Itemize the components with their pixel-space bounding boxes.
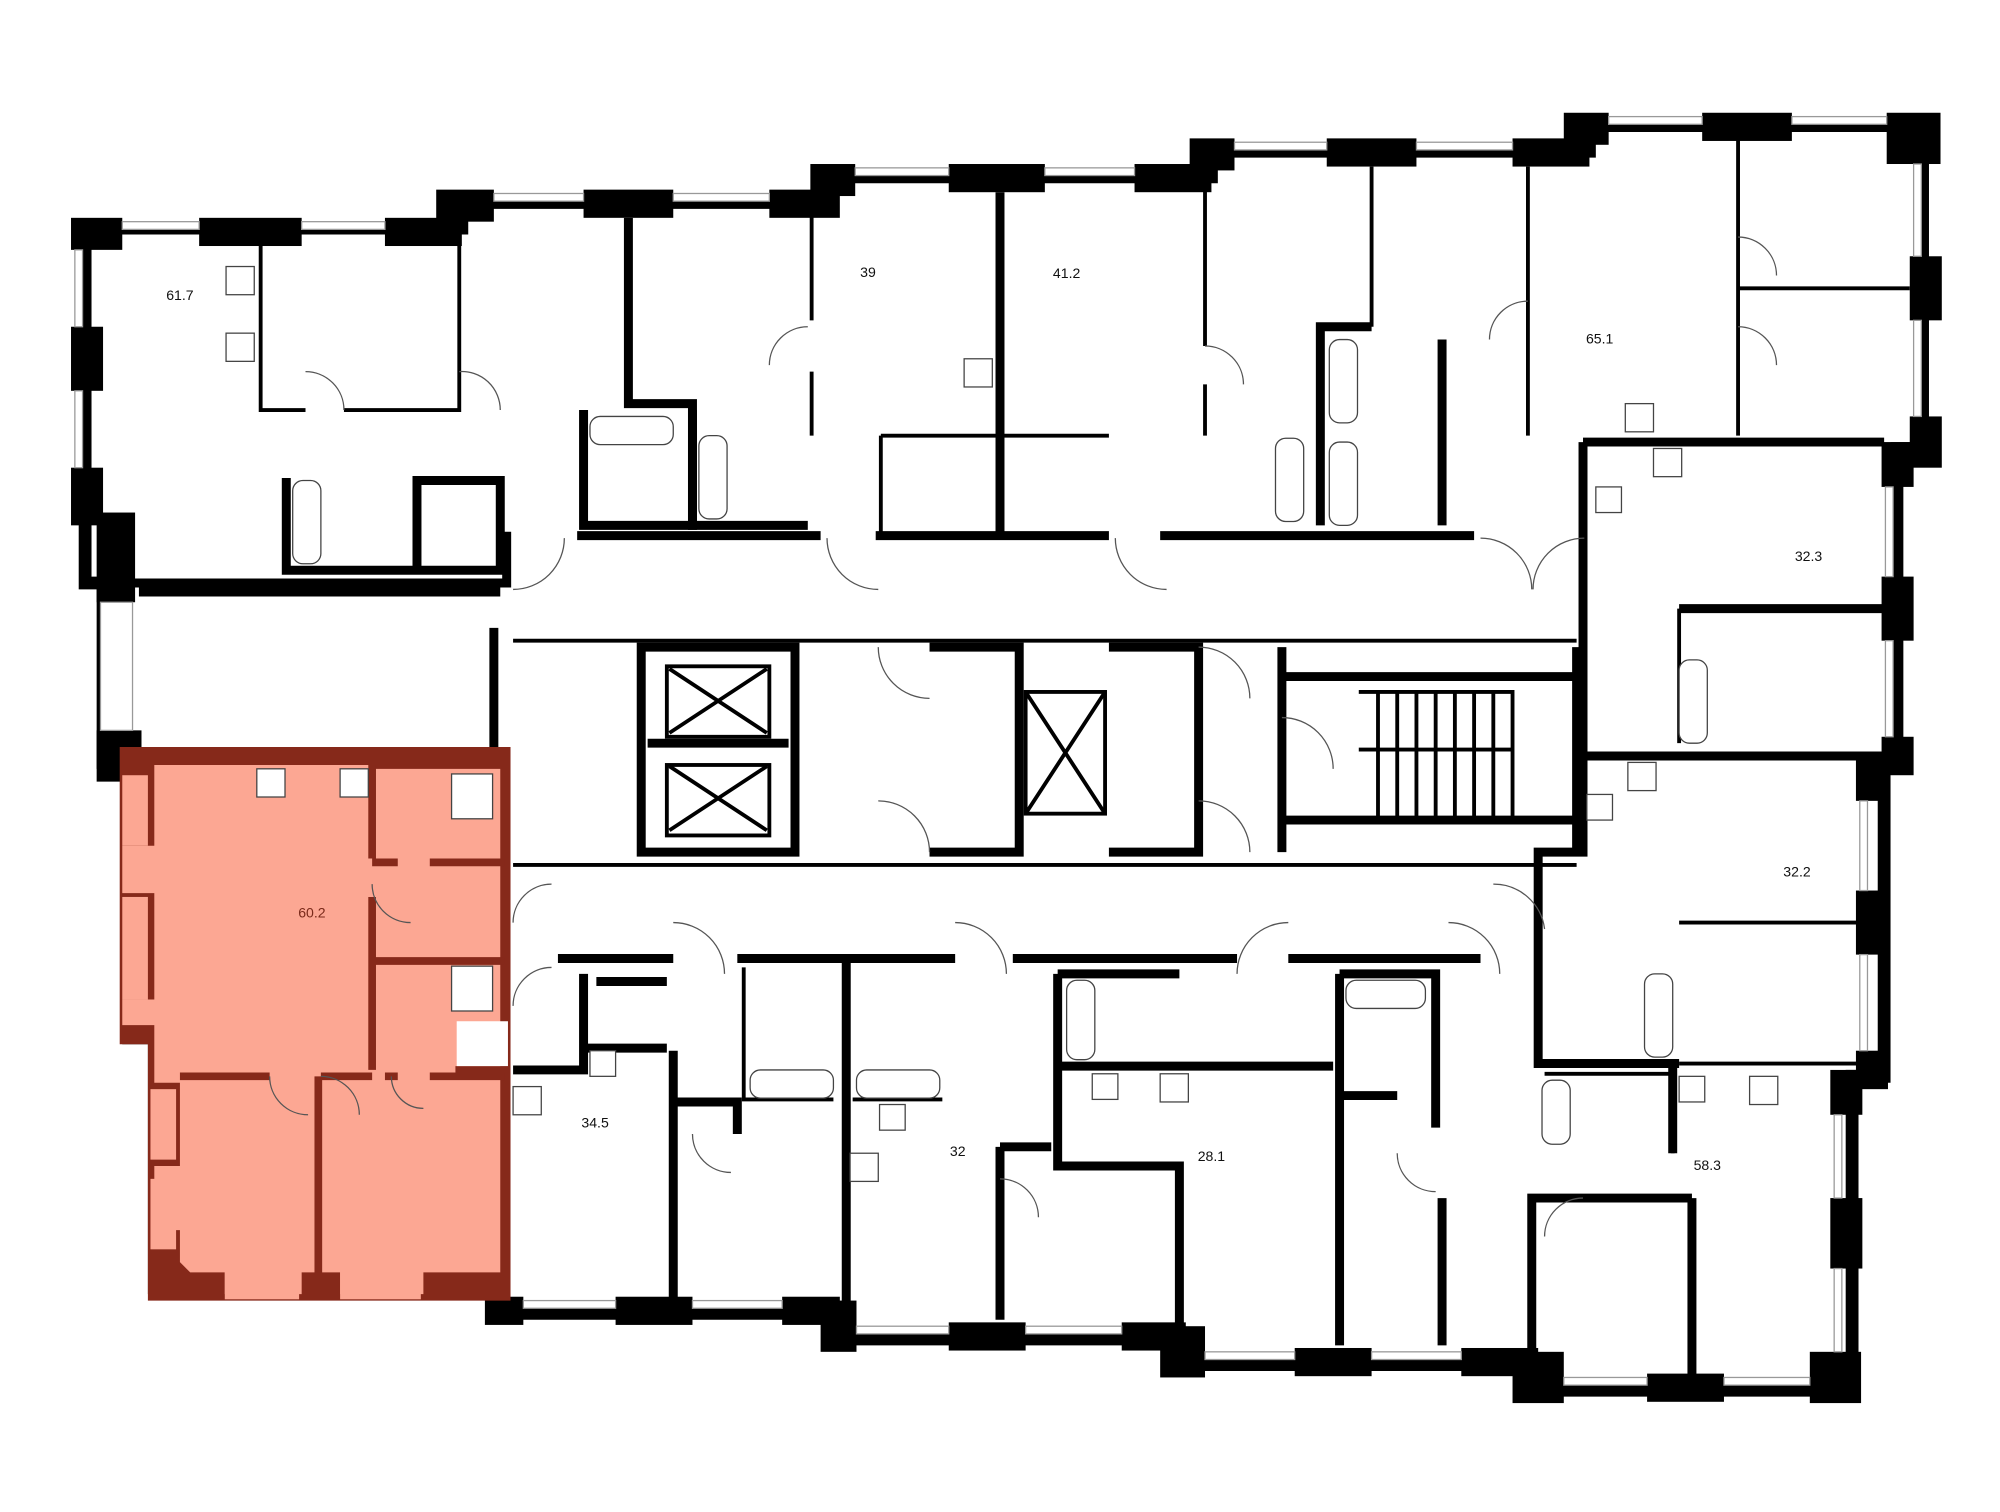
stove-icon	[1652, 447, 1683, 478]
bathtub-icon	[1345, 979, 1427, 1010]
bathtub-icon	[1274, 437, 1305, 523]
unit-area-label[interactable]: 58.3	[1694, 1157, 1722, 1173]
apartment-selected[interactable]: 60.2	[119, 747, 511, 1301]
sink-icon	[878, 1103, 906, 1131]
stove-icon	[963, 358, 993, 388]
stove-icon	[849, 1152, 879, 1183]
bathtub-icon	[1065, 979, 1096, 1061]
bathtub-icon	[855, 1069, 941, 1099]
bathtub-icon	[1678, 659, 1708, 744]
bathtub-icon	[749, 1069, 835, 1099]
bathtub-icon	[1541, 1079, 1571, 1145]
windows	[74, 115, 1922, 1386]
stove-icon	[225, 332, 255, 362]
unit-area-label[interactable]: 28.1	[1198, 1148, 1226, 1164]
unit-area-label[interactable]: 32.2	[1783, 863, 1811, 879]
unit-area-label[interactable]: 34.5	[581, 1115, 609, 1131]
stove-icon	[1624, 402, 1655, 433]
sink-icon	[1091, 1073, 1119, 1101]
bathtub-icon	[698, 435, 728, 520]
unit-area-label[interactable]: 32	[950, 1143, 966, 1159]
apartment-interior	[122, 764, 501, 1295]
fixtures	[225, 265, 1779, 1183]
unit-area-label[interactable]: 65.1	[1586, 330, 1614, 346]
stove-icon	[1748, 1075, 1779, 1106]
stove-icon	[1159, 1073, 1190, 1103]
unit-area-label[interactable]: 41.2	[1053, 265, 1081, 281]
sink-icon	[589, 1050, 617, 1077]
unit-area-label[interactable]: 32.3	[1795, 548, 1823, 564]
interior-walls	[103, 121, 1910, 1384]
sink-icon	[1678, 1075, 1706, 1103]
bathtub-icon	[1328, 338, 1359, 424]
sink-icon	[1586, 793, 1614, 821]
sink-icon	[225, 265, 255, 296]
unit-area-label[interactable]: 61.7	[166, 287, 194, 303]
bathtub-icon	[1643, 973, 1674, 1058]
bathtub-icon	[292, 479, 322, 565]
bathtub-icon	[589, 415, 674, 446]
unit-area-labels: 61.7 39 41.2 65.1 32.3 32.2 34.5 32 28.1…	[166, 264, 1822, 1173]
unit-area-label[interactable]: 39	[860, 264, 876, 280]
elevator-stair-core	[513, 638, 1582, 867]
apartment-area-label: 60.2	[298, 904, 326, 920]
doors	[305, 236, 1778, 1237]
stove-icon	[1627, 761, 1657, 792]
stove-icon	[512, 1085, 542, 1116]
bathtub-icon	[1328, 441, 1359, 526]
sink-icon	[1595, 486, 1623, 514]
